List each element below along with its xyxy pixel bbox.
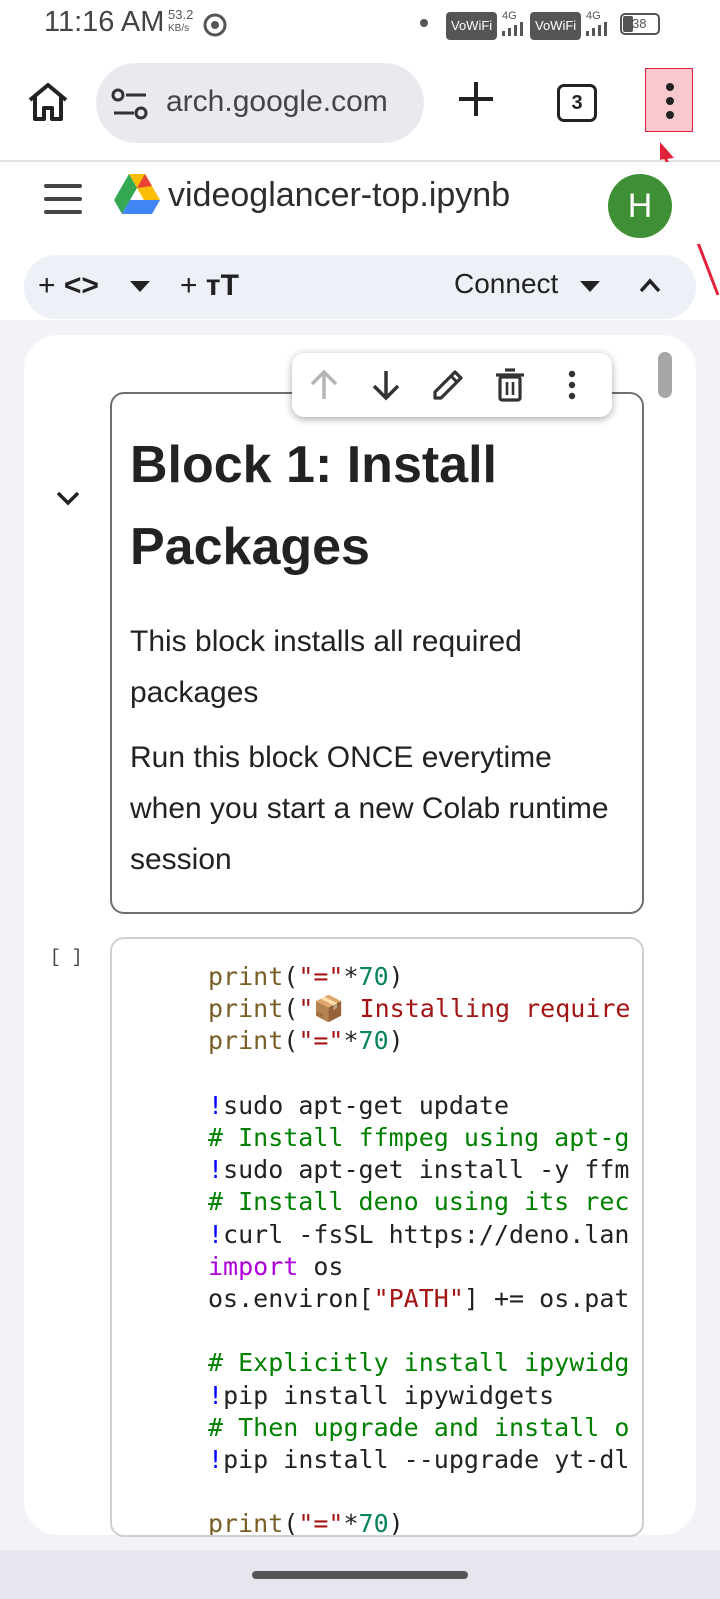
code-line: !sudo apt-get install -y ffm [208,1155,630,1185]
connect-dropdown-icon[interactable] [580,281,600,293]
colab-header: videoglancer-top.ipynb H [0,162,720,244]
battery-icon: 38 [620,13,660,35]
network-speed-value: 53.2 [168,7,194,22]
text-cell[interactable]: Block 1: Install Packages This block ins… [110,392,644,914]
more-menu-button[interactable] [645,68,693,132]
more-vert-icon [666,83,674,91]
network-speed-unit: KB/s [168,23,190,34]
delete-trash-icon[interactable] [492,367,528,403]
connect-button[interactable]: Connect [454,268,559,299]
url-text: arch.google.com [166,85,388,118]
url-bar[interactable]: arch.google.com [96,63,424,143]
battery-level: 38 [632,16,647,31]
add-code-button[interactable]: + <> [38,269,99,303]
code-line: # Install deno using its rec [208,1187,630,1217]
move-up-icon[interactable] [306,367,342,403]
code-cell[interactable]: print("="*70)print("📦 Installing require… [110,937,644,1537]
scrollbar-thumb[interactable] [658,352,672,398]
collapse-up-icon[interactable] [638,275,662,295]
text-format-icon: тT [205,269,239,302]
code-line: # Install ffmpeg using apt-g [208,1123,630,1153]
code-line: print("="*70) [208,1509,404,1537]
signal-bars-icon-2 [586,22,607,36]
notebook-title[interactable]: videoglancer-top.ipynb [168,176,511,214]
tab-switcher-button[interactable]: 3 [557,84,597,122]
vowifi-badge-2: VoWiFi [530,12,582,40]
run-cell-button[interactable]: [ ] [50,948,83,968]
cell-heading: Block 1: Install Packages [130,436,497,576]
code-line: print("📦 Installing require [208,994,631,1024]
code-line: !sudo apt-get update [208,1090,510,1120]
status-bar: 11:16 AM 53.2 KB/s VoWiFi 4G VoWiFi 4G 3… [0,0,720,48]
code-line [208,1476,630,1508]
signal-4g-1-label: 4G [502,10,517,22]
notebook-toolbar: + <> + тT Connect [24,255,696,319]
code-line [208,1058,630,1090]
clock: 11:16 AM [44,6,165,38]
cell-toolbar [292,353,612,417]
home-icon[interactable] [24,78,72,126]
code-line: !pip install ipywidgets [208,1380,555,1410]
site-settings-icon[interactable] [110,87,150,121]
code-icon: <> [63,269,99,302]
screen-record-icon [203,13,227,37]
plus-icon: + [180,269,198,302]
code-line: print("="*70) [208,962,404,991]
gesture-bar[interactable] [252,1571,468,1579]
notification-dot [420,19,428,27]
new-tab-icon[interactable] [456,79,496,119]
more-vert-dot [666,97,674,105]
cell-more-icon[interactable] [554,367,590,403]
move-down-icon[interactable] [368,367,404,403]
google-drive-icon [114,174,160,214]
vowifi-badge-1: VoWiFi [446,12,498,40]
code-line: # Explicitly install ipywidg [208,1348,630,1378]
cell-paragraph-1: This block installs all required package… [130,625,522,709]
cell-paragraph-2: Run this block ONCE everytime when you s… [130,741,609,876]
edit-pencil-icon[interactable] [430,367,466,403]
add-text-button[interactable]: + тT [180,269,239,303]
browser-toolbar: arch.google.com 3 [0,48,720,162]
section-collapse-icon[interactable] [54,488,82,508]
code-line: # Then upgrade and install o [208,1412,630,1442]
code-line: !curl -fsSL https://deno.lan [208,1219,630,1249]
code-line: import os [208,1251,344,1281]
more-vert-dot [666,111,674,119]
signal-4g-2-label: 4G [586,10,601,22]
code-line [208,1315,630,1347]
signal-4g-1: 4G [502,10,517,22]
menu-icon[interactable] [44,184,82,214]
chevron-down-icon[interactable] [130,281,150,293]
signal-4g-2: 4G [586,10,601,22]
network-speed: 53.2 KB/s [168,8,208,36]
code-editor[interactable]: print("="*70)print("📦 Installing require… [208,961,631,1537]
plus-icon: + [38,269,56,302]
code-line: os.environ["PATH"] += os.pat [208,1284,630,1314]
account-avatar[interactable]: H [608,174,672,238]
code-line: print("="*70) [208,1026,404,1056]
signal-bars-icon-1 [502,22,523,36]
code-line: !pip install --upgrade yt-dl [208,1445,630,1475]
